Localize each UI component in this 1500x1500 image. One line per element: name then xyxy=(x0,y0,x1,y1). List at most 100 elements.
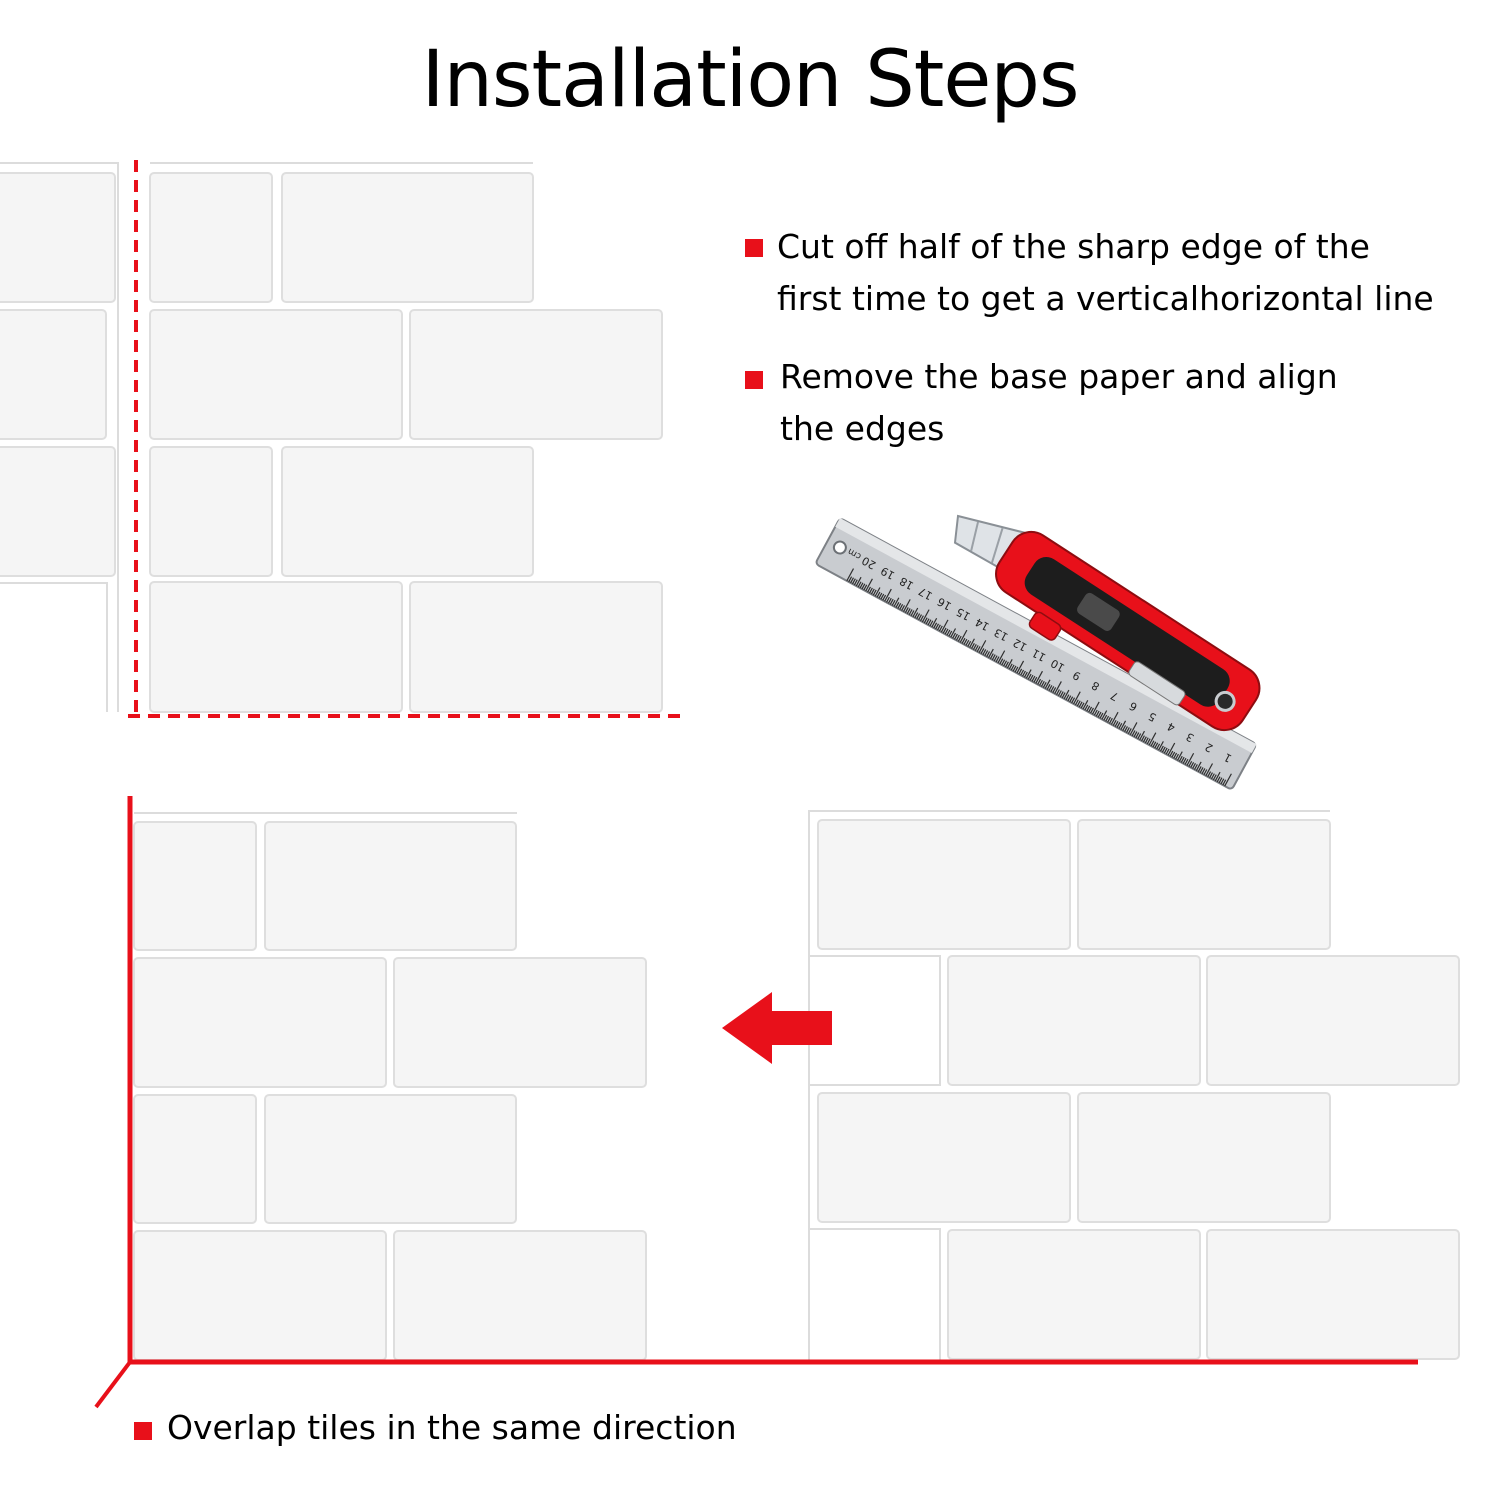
ruler-tick xyxy=(1108,717,1113,724)
ruler-tick xyxy=(912,607,919,618)
ruler-tick xyxy=(1139,730,1145,741)
ruler-tick xyxy=(897,603,902,609)
ruler-tick xyxy=(1116,722,1121,728)
ruler-tick xyxy=(865,578,873,592)
ruler-tick xyxy=(1188,761,1193,767)
ruler-tick xyxy=(850,577,854,584)
ruler-tick xyxy=(1180,756,1185,763)
ruler-tick xyxy=(1078,701,1083,708)
ruler-tick xyxy=(974,645,979,651)
ruler-tick xyxy=(1067,695,1072,702)
ruler-tick xyxy=(1014,666,1019,673)
ruler-tick xyxy=(993,655,998,662)
ruler-tick xyxy=(1082,700,1089,710)
ruler-tick xyxy=(982,649,987,656)
ruler-tick xyxy=(1057,690,1062,697)
top-left-partial-tiles xyxy=(0,162,119,712)
step-2-line-2: the edges xyxy=(780,409,945,448)
ruler-tick xyxy=(1084,704,1089,711)
ruler-tick xyxy=(986,651,991,658)
ruler-tick xyxy=(1122,725,1127,731)
ruler-tick xyxy=(953,633,958,640)
ruler-tick xyxy=(1031,675,1036,682)
step-2-line-1: Remove the base paper and align xyxy=(780,357,1338,396)
ruler-tick xyxy=(1044,679,1051,689)
ruler-tick xyxy=(948,630,953,637)
ruler-tick xyxy=(1052,687,1057,693)
ruler-tick xyxy=(1131,730,1136,737)
ruler-tick xyxy=(1033,676,1038,683)
ruler-tick xyxy=(884,588,892,602)
ruler-tick xyxy=(1224,773,1232,787)
ruler-tick xyxy=(1161,746,1166,753)
ruler-tick xyxy=(1035,670,1043,684)
ruler-tick xyxy=(1061,692,1066,699)
ruler-tick-label: 15 xyxy=(954,605,973,623)
ruler-tick xyxy=(976,646,981,652)
ruler-tick xyxy=(1210,773,1215,780)
ruler-tick xyxy=(861,583,866,590)
ruler-tick xyxy=(989,653,994,660)
ruler-tick xyxy=(1086,705,1091,712)
ruler-tick xyxy=(1046,684,1051,690)
ruler-tick xyxy=(1207,771,1212,778)
ruler-tick xyxy=(946,629,951,636)
ruler-tick xyxy=(1127,728,1132,735)
ruler-tick xyxy=(1016,660,1025,674)
ruler-tick xyxy=(1027,673,1032,680)
ruler-tick xyxy=(1159,745,1164,752)
ruler-tick xyxy=(904,607,909,613)
ruler-tick-label: 14 xyxy=(973,615,992,633)
ruler-tick xyxy=(1176,751,1183,761)
ruler-tick xyxy=(872,589,877,596)
ruler-tick xyxy=(1025,669,1032,679)
bullet-square-icon xyxy=(745,371,763,389)
ruler-tick xyxy=(921,609,930,623)
ruler-tick xyxy=(931,617,938,628)
ruler-tick xyxy=(995,656,1000,663)
ruler-tick xyxy=(1199,767,1204,774)
ruler-tick xyxy=(1124,726,1128,732)
bullet-square-icon xyxy=(134,1422,152,1440)
ruler-tick xyxy=(1169,750,1174,757)
ruler-tick xyxy=(857,581,862,588)
ruler-tick xyxy=(972,644,977,650)
ruler-tick xyxy=(957,635,962,642)
ruler-tick xyxy=(1197,766,1202,772)
ruler-tick xyxy=(961,637,966,644)
ruler-tick xyxy=(1048,685,1053,691)
ruler-tick xyxy=(863,584,868,591)
ruler-tick xyxy=(918,614,923,621)
ruler-tick xyxy=(971,643,975,649)
ruler-tick xyxy=(880,593,885,600)
ruler-tick xyxy=(851,578,856,585)
ruler-tick xyxy=(878,592,883,599)
ruler-tick xyxy=(1125,727,1130,733)
ruler-tick xyxy=(988,648,994,659)
cut-line-guides xyxy=(128,160,686,718)
ruler-tick-label: 12 xyxy=(1011,636,1030,654)
ruler-tick xyxy=(1071,697,1076,704)
step-1-line-2: first time to get a verticalhorizontal l… xyxy=(777,279,1434,318)
alignment-corner-lines xyxy=(94,796,1418,1409)
ruler-tick xyxy=(1205,763,1214,777)
ruler-tick xyxy=(999,658,1004,665)
ruler-tick xyxy=(902,599,911,612)
ruler-tick xyxy=(1135,732,1140,739)
ruler-tick xyxy=(916,613,921,620)
ruler-tick xyxy=(859,582,864,589)
ruler-tick xyxy=(1195,761,1202,771)
ruler-tick xyxy=(1069,696,1074,703)
ruler-tick xyxy=(1184,758,1189,765)
ruler-tick xyxy=(1173,752,1178,759)
ruler-tick xyxy=(925,618,930,625)
ruler-tick xyxy=(1175,753,1179,760)
ruler-tick xyxy=(1008,663,1013,670)
ruler-tick-label: 19 xyxy=(879,564,898,582)
ruler-tick xyxy=(874,587,881,597)
step-3-line-1: Overlap tiles in the same direction xyxy=(167,1408,737,1447)
ruler-tick xyxy=(965,639,970,646)
ruler-tick xyxy=(1129,722,1138,736)
ruler-tick xyxy=(1186,752,1195,766)
